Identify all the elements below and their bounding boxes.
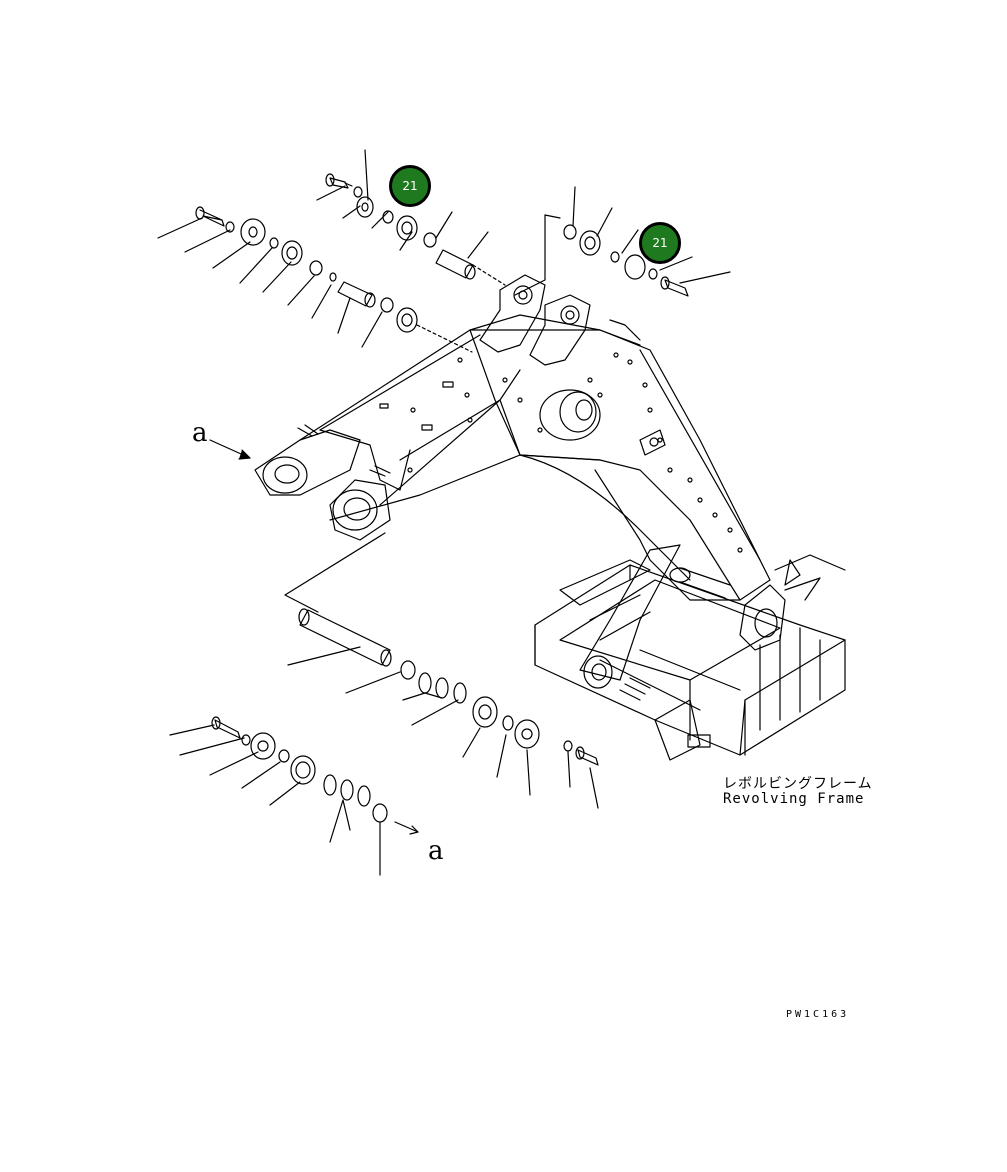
frame-foot-bracket-left bbox=[579, 544, 681, 681]
boom-inner-line bbox=[519, 454, 691, 581]
revolving-frame bbox=[534, 544, 846, 761]
plate bbox=[356, 196, 374, 218]
revolving-frame-label-en: Revolving Frame bbox=[723, 791, 865, 807]
boom-top-bracket-2 bbox=[529, 294, 591, 366]
boom-top-bracket-1 bbox=[479, 274, 546, 353]
lower-left-plate bbox=[250, 732, 276, 760]
pin-left bbox=[337, 281, 373, 307]
pin bbox=[435, 249, 474, 279]
collar bbox=[472, 696, 498, 728]
plate-left bbox=[240, 218, 266, 246]
bushing-right bbox=[579, 230, 601, 256]
part-callout-badge[interactable]: 21 bbox=[639, 222, 681, 264]
lower-pin-assembly bbox=[169, 532, 599, 876]
lower-left-collar bbox=[290, 755, 316, 785]
boom bbox=[254, 274, 771, 601]
view-arrows bbox=[209, 439, 251, 460]
drawing-code: PW1C163 bbox=[786, 1009, 850, 1020]
bushing-right-2 bbox=[624, 254, 646, 280]
view-marker-a-lower: a bbox=[428, 836, 444, 866]
bushing-left bbox=[281, 240, 303, 266]
boom-tip-eye-left bbox=[254, 429, 361, 496]
left-pin-group bbox=[157, 206, 473, 353]
part-callout-badge[interactable]: 21 bbox=[389, 165, 431, 207]
boom-box-lower bbox=[379, 399, 521, 506]
boom-body bbox=[469, 329, 771, 601]
upper-left-pin-assembly bbox=[316, 149, 506, 286]
boom-top-edge bbox=[299, 314, 641, 441]
bushing bbox=[396, 215, 418, 241]
lower-plate bbox=[514, 719, 540, 749]
boom-foot-boss bbox=[539, 389, 601, 441]
frame-foot-bracket-right bbox=[739, 584, 786, 651]
right-pin-group bbox=[514, 186, 731, 297]
view-marker-a-upper: a bbox=[192, 418, 208, 448]
boom-tip-eye-right bbox=[329, 479, 391, 541]
revolving-frame-label-jp: レボルビングフレーム bbox=[723, 776, 873, 792]
bolt bbox=[329, 177, 349, 189]
foot-pin bbox=[299, 609, 391, 666]
boom-web-line bbox=[639, 349, 761, 561]
boom-upper-panel bbox=[319, 334, 521, 461]
